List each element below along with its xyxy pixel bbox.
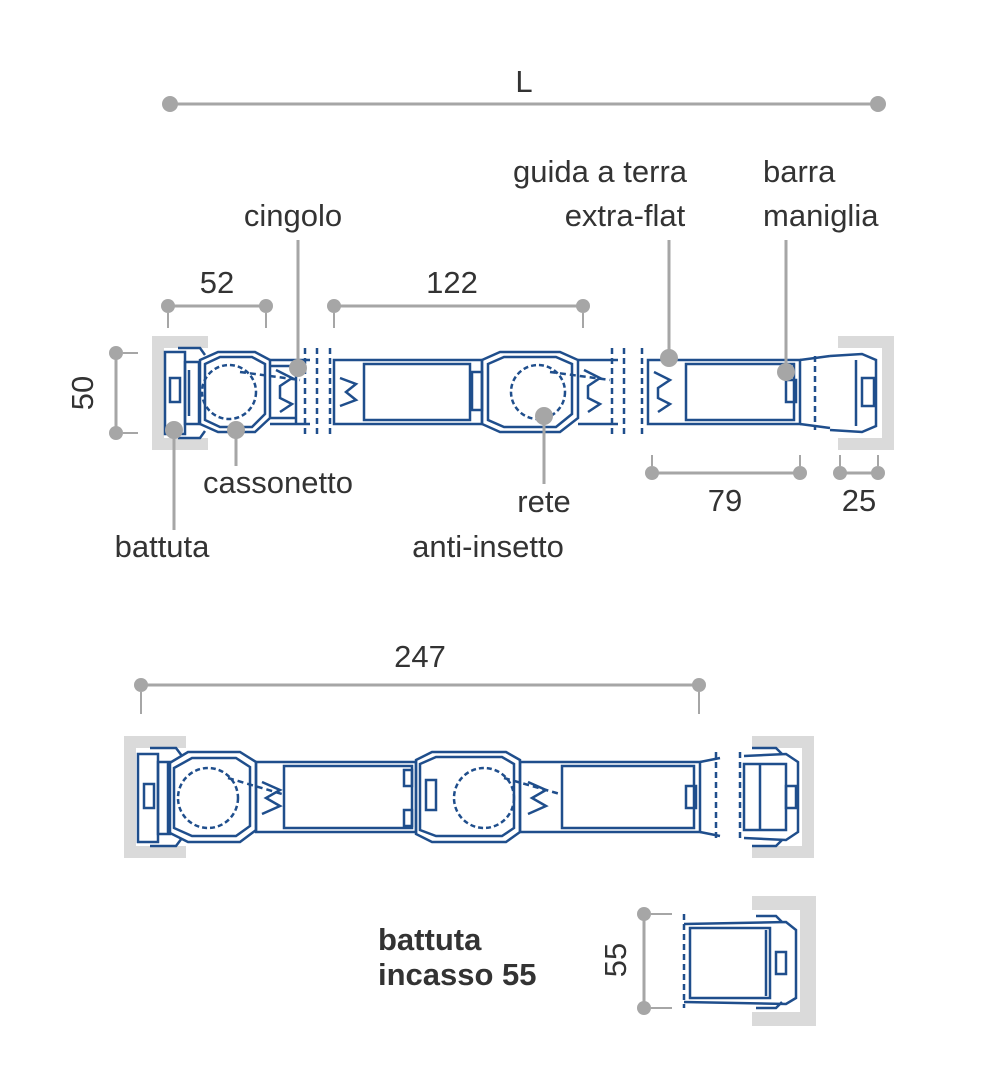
label-cassonetto: cassonetto [203, 465, 353, 500]
middle-assembly [124, 736, 814, 858]
dimension-battuta-width: 52 [161, 265, 273, 328]
label-guida-line1: guida a terra [513, 154, 688, 189]
label-barra-line1: barra [763, 154, 836, 189]
middle-right-wall-bracket [752, 736, 814, 858]
dimension-end-stop: 25 [833, 455, 885, 518]
dimension-double-module: 247 [134, 639, 706, 714]
right-end-bracket [829, 336, 894, 450]
dim-label-79: 79 [708, 483, 742, 518]
dimension-handle-module: 79 [645, 455, 807, 518]
handle-module [640, 348, 831, 438]
leader-barra [777, 240, 795, 381]
label-guida-line2: extra-flat [565, 198, 686, 233]
left-wall-bracket [152, 336, 208, 450]
label-battuta: battuta [115, 529, 211, 564]
dim-label-55: 55 [598, 943, 633, 977]
leader-battuta [165, 421, 183, 530]
incasso-assembly [682, 896, 816, 1026]
center-module [315, 348, 626, 438]
leader-rete [535, 407, 553, 484]
dim-label-247: 247 [394, 639, 446, 674]
dimension-height: 50 [65, 346, 138, 440]
middle-left-wall-bracket [124, 736, 186, 858]
dimension-center-module: 122 [327, 265, 590, 328]
label-rete-line2: anti-insetto [412, 529, 564, 564]
leader-cassonetto [227, 421, 245, 466]
label-incasso-line1: battuta [378, 922, 482, 957]
dimension-incasso-height: 55 [598, 907, 672, 1015]
dim-label-52: 52 [200, 265, 234, 300]
leader-cingolo [289, 240, 307, 377]
label-cingolo: cingolo [244, 198, 342, 233]
dim-label-L: L [515, 64, 532, 99]
dim-label-122: 122 [426, 265, 478, 300]
dim-label-50: 50 [65, 376, 100, 410]
leader-guida [660, 240, 678, 367]
label-rete-line1: rete [517, 484, 570, 519]
dimension-overall-length: L [162, 64, 886, 112]
label-incasso-line2: incasso 55 [378, 957, 537, 992]
dim-label-25: 25 [842, 483, 876, 518]
label-barra-line2: maniglia [763, 198, 879, 233]
top-assembly [152, 240, 894, 530]
